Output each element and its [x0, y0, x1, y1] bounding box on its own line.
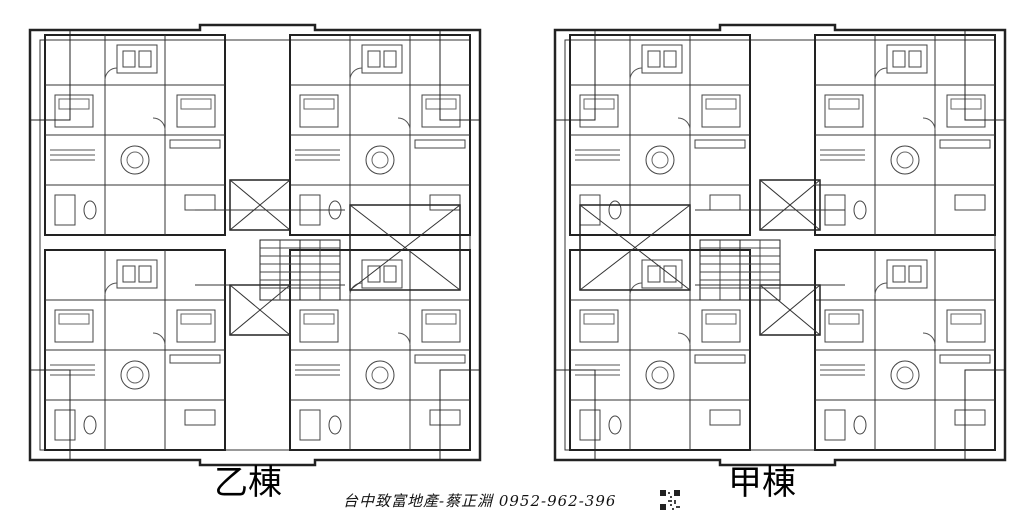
qr-code-icon [659, 489, 681, 511]
agent-watermark: 台中致富地產-蔡正淵 0952-962-396 [343, 492, 617, 510]
building-left-plan [28, 23, 482, 467]
building-label-jia: 甲棟 [728, 463, 796, 503]
building-label-yi: 乙棟 [214, 463, 282, 503]
building-right-plan [553, 23, 1007, 467]
